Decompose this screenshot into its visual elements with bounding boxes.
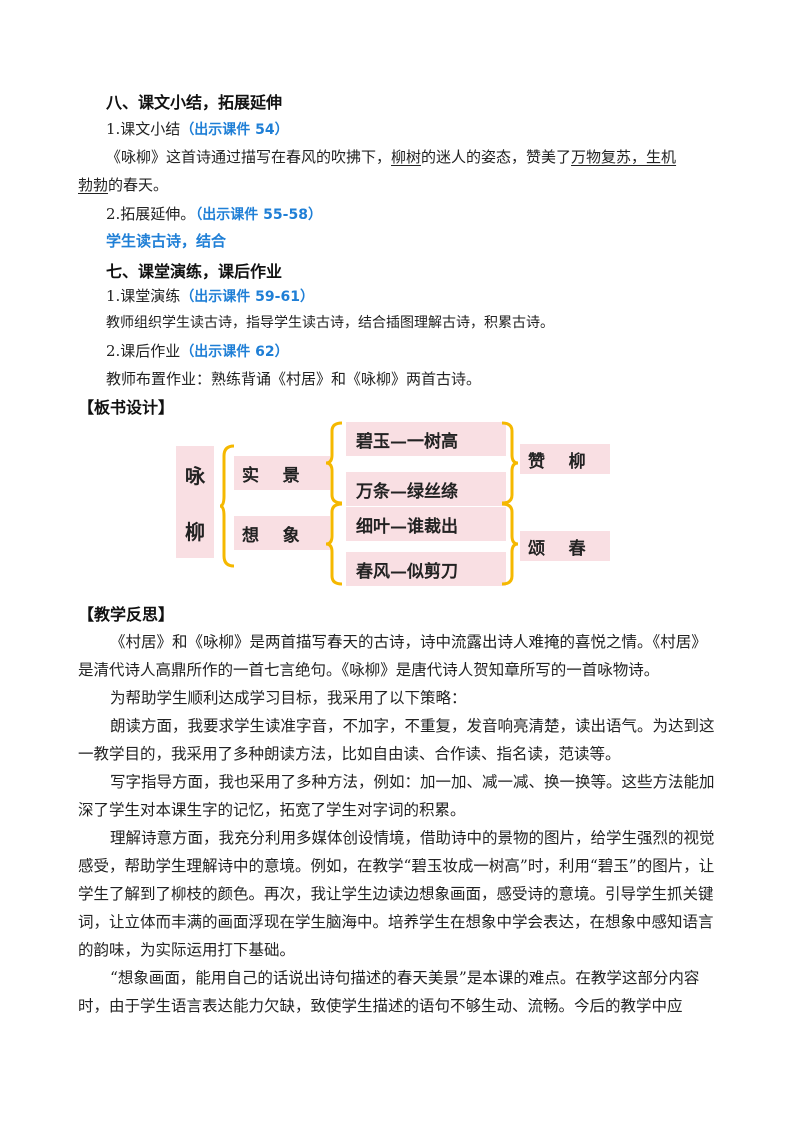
right-brace — [501, 421, 519, 505]
leaf-box: 细叶—谁裁出 — [346, 507, 506, 541]
section-8-item-2: 2.拓展延伸。（出示课件 55-58） — [106, 203, 322, 224]
courseware-ref: （出示课件 54） — [180, 122, 289, 138]
underlined-text: 勃勃 — [78, 176, 109, 194]
branch-label: 实 景 — [242, 465, 300, 486]
item-label: 2.拓展延伸。 — [106, 205, 196, 223]
section-8-title: 八、课文小结，拓展延伸 — [106, 93, 283, 112]
result-label: 颂 春 — [528, 538, 586, 559]
board-title-box: 咏 柳 — [176, 446, 214, 558]
reflection-heading: 【教学反思】 — [78, 605, 175, 624]
section-7-title: 七、课堂演练，课后作业 — [106, 262, 283, 281]
paragraph: 朗读方面，我要求学生读准字音，不加字，不重复，发音响亮清楚，读出语气。为达到这一… — [78, 717, 715, 763]
paragraph: 《村居》和《咏柳》是两首描写春天的古诗，诗中流露出诗人难掩的喜悦之情。《村居》是… — [78, 633, 707, 679]
brace — [325, 421, 343, 505]
summary-line-1: 《咏柳》这首诗通过描写在春风的吹拂下，柳树的迷人的姿态，赞美了万物复苏，生机 — [106, 146, 676, 167]
title-char: 柳 — [185, 519, 205, 544]
summary-text: 的迷人的姿态，赞美了 — [421, 148, 572, 166]
practice-text: 教师组织学生读古诗，指导学生读古诗，结合插图理解古诗，积累古诗。 — [106, 315, 554, 331]
item-label: 2.课后作业 — [106, 342, 181, 360]
leaf-label: 碧玉—一树高 — [356, 431, 458, 452]
reflection-body: 《村居》和《咏柳》是两首描写春天的古诗，诗中流露出诗人难掩的喜悦之情。《村居》是… — [78, 628, 718, 1020]
summary-line-2: 勃勃的春天。 — [78, 174, 168, 195]
paragraph: “想象画面，能用自己的话说出诗句描述的春天美景”是本课的难点。在教学这部分内容时… — [78, 969, 700, 1015]
branch-label: 想 象 — [242, 525, 300, 546]
board-heading: 【板书设计】 — [78, 398, 175, 417]
courseware-ref: （出示课件 62） — [180, 344, 289, 360]
item-label: 1.课文小结 — [106, 120, 181, 138]
underlined-text: 万物复苏，生机 — [571, 148, 677, 166]
title-char: 咏 — [185, 463, 205, 488]
leaf-box: 春风—似剪刀 — [346, 552, 506, 586]
leaf-box: 万条—绿丝绦 — [346, 472, 506, 506]
paragraph: 理解诗意方面，我充分利用多媒体创设情境，借助诗中的景物的图片，给学生强烈的视觉感… — [78, 829, 715, 959]
underlined-text: 柳树 — [391, 148, 422, 166]
brace — [325, 502, 343, 586]
summary-text: 《咏柳》这首诗通过描写在春风的吹拂下， — [106, 148, 392, 166]
courseware-ref: （出示课件 59-61） — [180, 289, 314, 305]
leaf-box: 碧玉—一树高 — [346, 422, 506, 456]
courseware-ref: （出示课件 55-58） — [195, 207, 322, 223]
section-8-item-1: 1.课文小结（出示课件 54） — [106, 118, 289, 139]
homework-text: 教师布置作业：熟练背诵《村居》和《咏柳》两首古诗。 — [106, 370, 482, 388]
paragraph: 写字指导方面，我也采用了多种方法，例如：加一加、减一减、换一换等。这些方法能加深… — [78, 773, 715, 819]
result-box: 颂 春 — [520, 531, 610, 561]
left-brace — [219, 444, 235, 568]
right-brace — [501, 502, 519, 586]
branch-box: 想 象 — [234, 516, 330, 550]
paragraph: 为帮助学生顺利达成学习目标，我采用了以下策略： — [110, 689, 467, 707]
leaf-label: 春风—似剪刀 — [356, 561, 458, 582]
result-label: 赞 柳 — [528, 451, 586, 472]
section-7-item-2: 2.课后作业（出示课件 62） — [106, 340, 289, 361]
summary-text: 的春天。 — [108, 176, 169, 194]
section-7-item-1: 1.课堂演练（出示课件 59-61） — [106, 285, 314, 306]
extension-text: 学生读古诗，结合 — [106, 232, 227, 250]
leaf-label: 万条—绿丝绦 — [356, 481, 458, 502]
branch-box: 实 景 — [234, 456, 330, 490]
leaf-label: 细叶—谁裁出 — [356, 516, 458, 537]
result-box: 赞 柳 — [520, 444, 610, 474]
item-label: 1.课堂演练 — [106, 287, 181, 305]
